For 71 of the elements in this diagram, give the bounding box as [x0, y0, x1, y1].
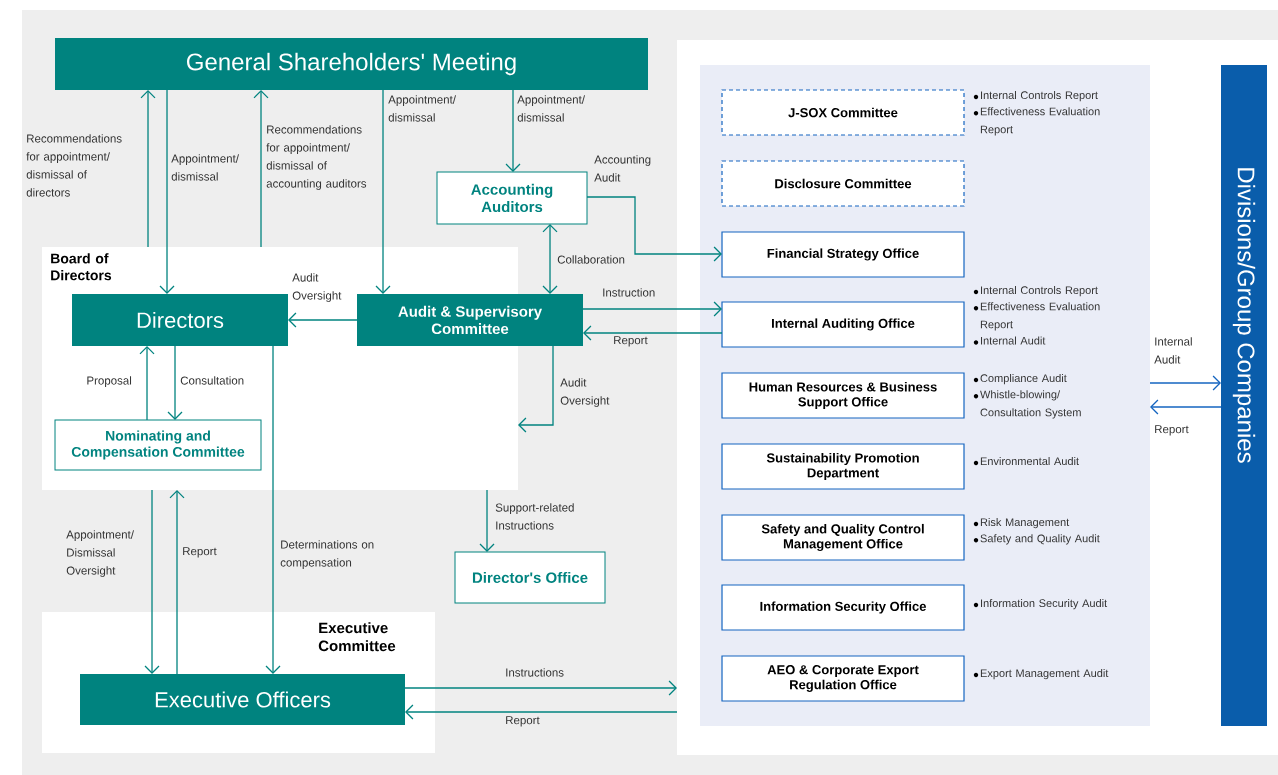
arrow — [404, 680, 677, 696]
arrow — [1149, 375, 1221, 391]
edge-label: Recommendations for appointment/ dismissal of directors — [26, 134, 122, 197]
arrow — [518, 345, 554, 433]
arrow — [140, 90, 156, 248]
bullet-item: Effectiveness Evaluation Report — [973, 302, 1100, 331]
edge-label: Support-related Instructions — [495, 503, 574, 530]
edge-label: Report — [614, 336, 648, 347]
edge-label: Appointment/ dismissal — [171, 154, 239, 181]
edge-label: Collaboration — [557, 255, 625, 264]
arrow — [479, 489, 495, 552]
arrow — [169, 490, 185, 675]
arrow — [265, 345, 281, 674]
edge-label: Audit Oversight — [292, 273, 342, 302]
office-box: Sustainability Promotion Department — [721, 443, 965, 490]
arrow — [405, 704, 678, 720]
bullet-item: Safety and Quality Audit — [973, 534, 1100, 545]
edge-label: Instructions — [506, 668, 564, 677]
edge-label: Instruction — [603, 288, 655, 297]
arrow — [139, 346, 155, 421]
edge-label: Recommendations for appointment/ dismissal of accounting auditors — [266, 125, 367, 190]
header-box: General Shareholders' Meeting — [55, 38, 648, 90]
bullet-item: Environmental Audit — [973, 457, 1079, 466]
role-box: Audit & Supervisory Committee — [357, 294, 583, 346]
office-box: AEO & Corporate Export Regulation Office — [721, 655, 965, 702]
committee-box: Disclosure Committee — [721, 160, 965, 207]
arrow — [1150, 399, 1222, 415]
office-box: Director's Office — [454, 551, 606, 604]
arrow — [144, 489, 160, 674]
office-box: Internal Auditing Office — [721, 301, 965, 348]
edge-label: Accounting Audit — [594, 155, 651, 182]
office-box: Information Security Office — [721, 584, 965, 631]
role-box: Executive Officers — [80, 674, 405, 725]
arrow — [159, 89, 175, 294]
committee-box: J-SOX Committee — [721, 89, 965, 136]
arrow — [505, 89, 521, 172]
arrow — [375, 89, 391, 294]
arrow — [288, 312, 358, 328]
office-box: Safety and Quality Control Management Office — [721, 514, 965, 561]
edge-label: Report — [183, 547, 217, 558]
arrow — [253, 90, 269, 248]
bullet-item: Internal Controls Report — [973, 91, 1098, 102]
bullet-item: Effectiveness Evaluation Report — [973, 107, 1100, 136]
edge-label: Report — [506, 716, 540, 727]
committee-box: Nominating and Compensation Committee — [54, 419, 262, 471]
bullet-item: Risk Management — [973, 518, 1070, 529]
arrow — [542, 224, 558, 294]
arrow — [582, 301, 722, 317]
bullet-item: Whistle-blowing/ Consultation System — [973, 390, 1081, 419]
office-box: Financial Strategy Office — [721, 231, 965, 278]
office-box: Human Resources & Business Support Office — [721, 372, 965, 419]
arrow — [583, 325, 723, 341]
bullet-item: Information Security Audit — [973, 599, 1108, 610]
bullet-item: Export Management Audit — [973, 669, 1109, 680]
role-box: Directors — [72, 294, 288, 346]
edge-label: Consultation — [180, 376, 244, 385]
edge-label: Audit Oversight — [560, 378, 610, 407]
edge-label: Appointment/ dismissal — [517, 95, 585, 122]
role-box: Accounting Auditors — [436, 171, 588, 225]
edge-label: Appointment/ Dismissal Oversight — [66, 530, 134, 577]
arrow — [167, 345, 183, 420]
edge-label: Appointment/ dismissal — [388, 95, 456, 122]
edge-label: Internal Audit — [1154, 337, 1192, 364]
edge-label: Report — [1155, 425, 1189, 436]
edge-label: Determinations on compensation — [280, 540, 374, 569]
bullet-item: Compliance Audit — [973, 374, 1067, 385]
edge-label: Proposal — [87, 376, 132, 387]
vertical-bar: Divisions/Group Companies — [1221, 65, 1267, 726]
arrow — [586, 196, 722, 262]
bullet-item: Internal Audit — [973, 336, 1046, 345]
bullet-item: Internal Controls Report — [973, 286, 1098, 297]
